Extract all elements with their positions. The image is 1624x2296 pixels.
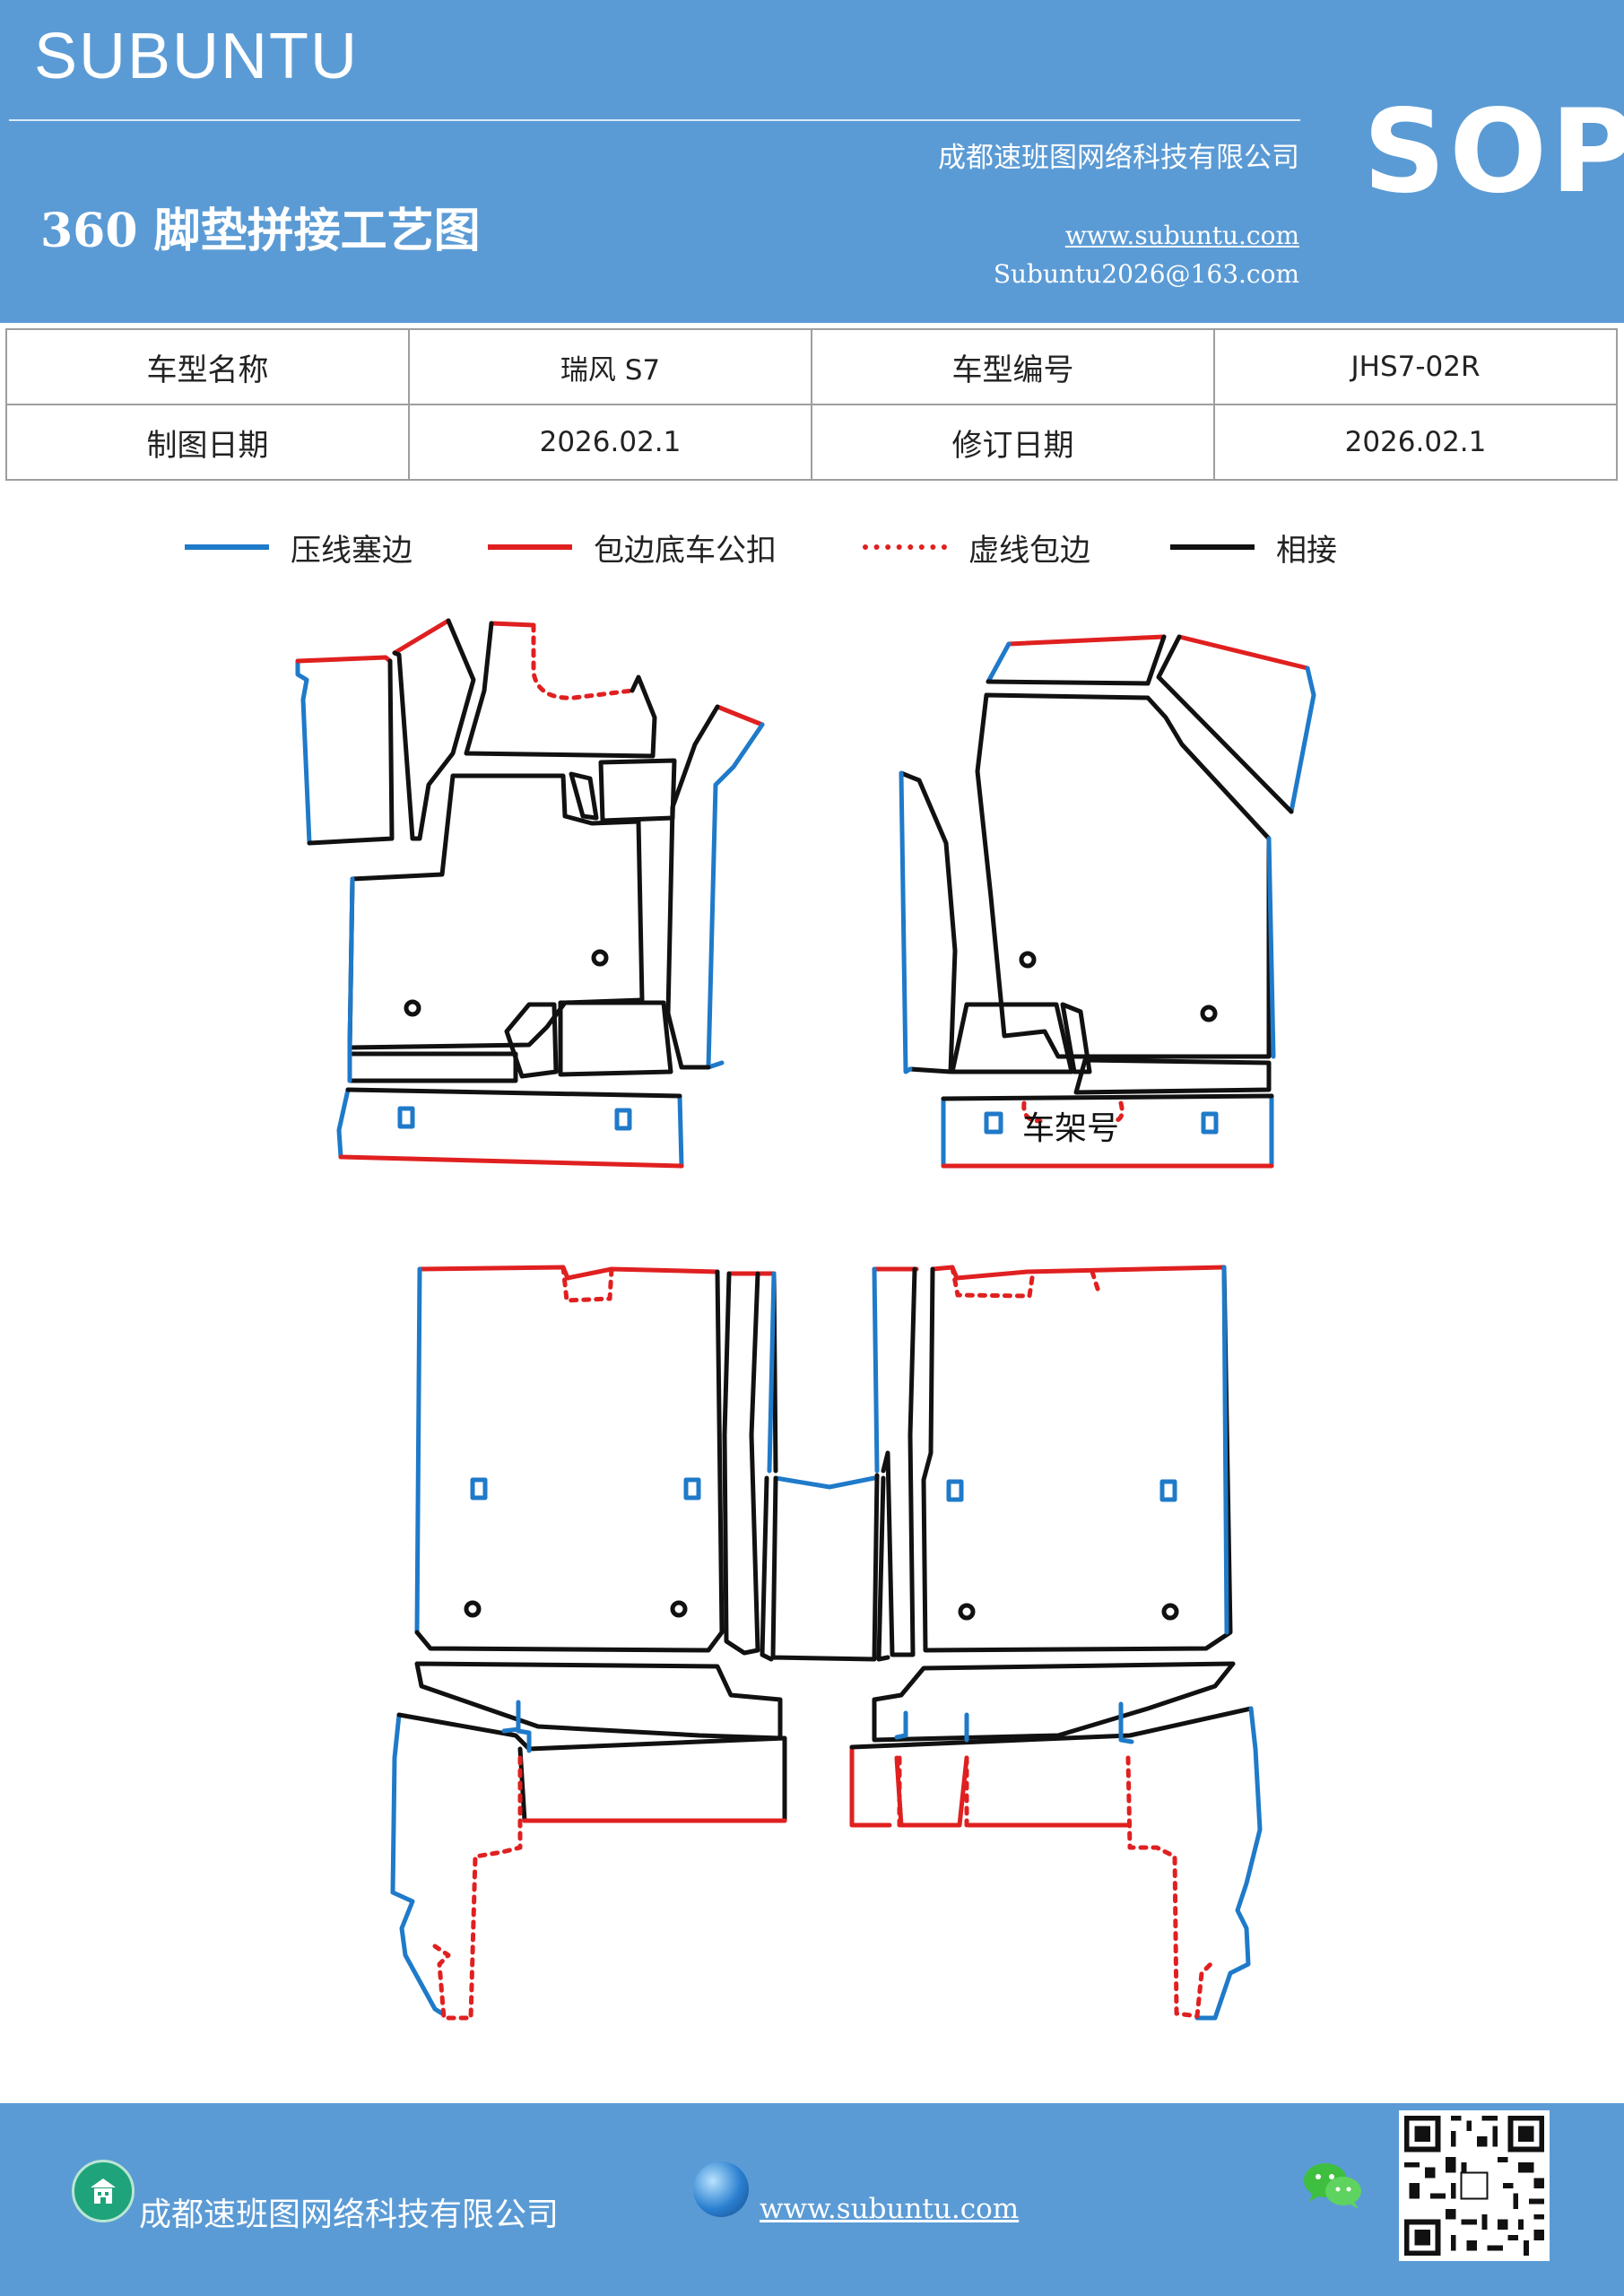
vin-label: 车架号 (1022, 1110, 1119, 1147)
legend-label: 虚线包边 (968, 532, 1090, 569)
legend-item-edge-buckle: 包边底车公扣 (488, 525, 777, 570)
model-name-value: 瑞风 S7 (408, 328, 812, 405)
footer-company-name: 成都速班图网络科技有限公司 (139, 2196, 560, 2233)
legend-label: 压线塞边 (291, 532, 413, 569)
footer-bar: 成都速班图网络科技有限公司 www.subuntu.com (0, 2103, 1624, 2296)
header-website-link[interactable]: www.subuntu.com (1064, 221, 1299, 250)
legend-item-joint: 相接 (1170, 525, 1337, 570)
legend-label: 相接 (1276, 532, 1337, 569)
sop-badge: SOP (1363, 85, 1624, 219)
table-row: 车型名称 瑞风 S7 车型编号 JHS7-02R (5, 328, 1618, 405)
draw-date-value: 2026.02.1 (408, 404, 812, 481)
header-divider (9, 119, 1300, 121)
company-name: 成都速班图网络科技有限公司 (938, 142, 1299, 174)
model-code-label: 车型编号 (811, 328, 1215, 405)
legend-item-press-line: 压线塞边 (185, 525, 413, 570)
document-title: 360 脚垫拼接工艺图 (40, 204, 481, 258)
table-row: 制图日期 2026.02.1 修订日期 2026.02.1 (5, 404, 1618, 481)
footer-website-link[interactable]: www.subuntu.com (760, 2193, 1020, 2225)
brand-name: SUBUNTU (34, 21, 360, 92)
legend-swatch (863, 544, 947, 550)
draw-date-label: 制图日期 (5, 404, 410, 481)
wechat-icon[interactable] (1302, 2159, 1365, 2213)
legend-swatch (185, 544, 269, 550)
model-code-value: JHS7-02R (1213, 328, 1618, 405)
legend-label: 包边底车公扣 (594, 532, 777, 569)
rear-right-mat-group (849, 1265, 1263, 2021)
rear-left-mat-group (390, 1265, 890, 2021)
revise-date-label: 修订日期 (811, 404, 1215, 481)
vehicle-info-table: 车型名称 瑞风 S7 车型编号 JHS7-02R 制图日期 2026.02.1 … (5, 328, 1618, 481)
company-icon (72, 2160, 135, 2222)
model-name-label: 车型名称 (5, 328, 410, 405)
legend-swatch (1170, 544, 1255, 550)
header-banner: SUBUNTU 成都速班图网络科技有限公司 360 脚垫拼接工艺图 www.su… (0, 0, 1624, 323)
legend-swatch (488, 544, 572, 550)
header-email: Subuntu2026@163.com (993, 259, 1299, 289)
legend-item-dotted-edge: 虚线包边 (863, 525, 1090, 570)
passenger-mat-group (899, 634, 1316, 1169)
line-legend: 压线塞边 包边底车公扣 虚线包边 相接 (0, 525, 1624, 570)
globe-icon (693, 2161, 749, 2217)
revise-date-value: 2026.02.1 (1213, 404, 1618, 481)
qr-code[interactable] (1399, 2110, 1550, 2261)
driver-mat-group (295, 618, 765, 1169)
